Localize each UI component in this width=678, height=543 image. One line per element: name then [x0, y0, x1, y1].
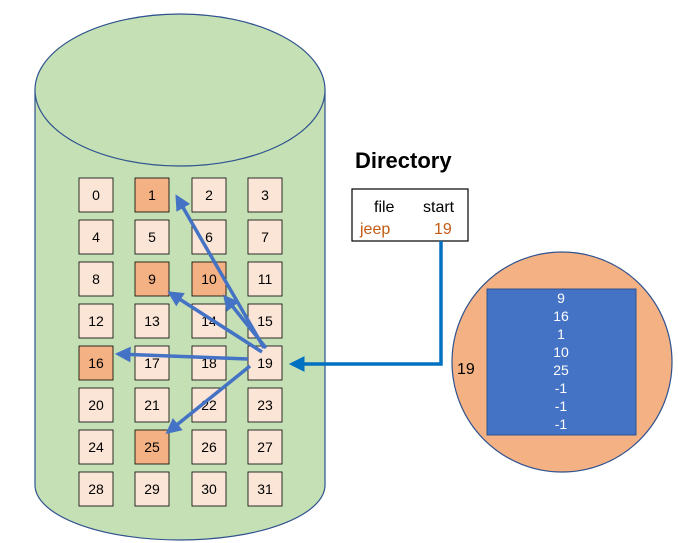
disk-block-label: 9: [148, 271, 156, 287]
disk-block-26: 26: [191, 429, 227, 465]
disk-block-label: 20: [88, 397, 104, 413]
index-block-label: 19: [457, 361, 475, 378]
disk-block-29: 29: [134, 471, 170, 507]
index-entry: 16: [553, 308, 569, 324]
disk-block-7: 7: [247, 219, 283, 255]
disk-block-12: 12: [78, 303, 114, 339]
index-entry: -1: [555, 398, 568, 414]
index-block-detail: 19 9 16 1 10 25 -1 -1 -1: [451, 251, 673, 473]
disk-block-label: 10: [201, 271, 217, 287]
disk-block-label: 11: [258, 271, 273, 287]
disk-block-28: 28: [78, 471, 114, 507]
directory-start-block: 19: [434, 221, 452, 238]
disk-block-label: 0: [92, 187, 100, 203]
disk-block-label: 31: [257, 481, 273, 497]
directory-title: Directory: [355, 148, 452, 173]
disk-block-label: 13: [144, 313, 160, 329]
disk-block-20: 20: [78, 387, 114, 423]
disk-block-label: 3: [261, 187, 269, 203]
disk-block-label: 12: [88, 313, 104, 329]
disk-block-label: 29: [144, 481, 160, 497]
disk-block-label: 26: [201, 439, 217, 455]
disk-block-label: 17: [144, 355, 160, 371]
disk-block-label: 30: [201, 481, 217, 497]
disk-block-label: 7: [261, 229, 269, 245]
disk-block-label: 6: [205, 229, 213, 245]
disk-block-label: 5: [148, 229, 156, 245]
disk-block-label: 21: [144, 397, 160, 413]
disk-block-16: 16: [78, 345, 114, 381]
directory-file-name[interactable]: jeep: [359, 221, 390, 238]
disk-block-9: 9: [134, 261, 170, 297]
disk-block-27: 27: [247, 429, 283, 465]
disk-block-label: 28: [88, 481, 104, 497]
disk-block-6: 6: [191, 219, 227, 255]
disk-block-13: 13: [134, 303, 170, 339]
disk-block-8: 8: [78, 261, 114, 297]
disk-block-17: 17: [134, 345, 170, 381]
index-entry: 25: [553, 362, 569, 378]
disk-block-label: 27: [257, 439, 273, 455]
disk-block-label: 8: [92, 271, 100, 287]
disk-block-label: 1: [148, 187, 156, 203]
disk-block-18: 18: [191, 345, 227, 381]
arrow-to-block-25: [165, 364, 252, 434]
index-entry: -1: [555, 380, 568, 396]
arrow-to-block-9: [167, 291, 263, 354]
disk-block-label: 2: [205, 187, 213, 203]
index-entry: 10: [553, 344, 569, 360]
disk-block-11: 11: [247, 261, 283, 297]
disk-block-25: 25: [134, 429, 170, 465]
directory-to-block-connector: [288, 241, 443, 372]
disk-block-0: 0: [78, 177, 114, 213]
disk-block-31: 31: [247, 471, 283, 507]
disk-block-label: 4: [92, 229, 100, 245]
arrow-to-block-16: [114, 346, 249, 363]
disk-block-label: 15: [257, 313, 273, 329]
index-entry: 9: [557, 290, 565, 306]
disk-block-19: 19: [247, 345, 283, 381]
directory-header-file: file: [374, 199, 395, 216]
disk-block-30: 30: [191, 471, 227, 507]
directory-header-start: start: [423, 199, 455, 216]
index-entry: 1: [557, 326, 565, 342]
disk-block-label: 25: [144, 439, 160, 455]
disk-block-10: 10: [191, 261, 227, 297]
pointer-arrows: [114, 194, 268, 434]
disk-block-24: 24: [78, 429, 114, 465]
disk-block-23: 23: [247, 387, 283, 423]
index-entry: -1: [555, 416, 568, 432]
disk-block-label: 24: [88, 439, 104, 455]
index-table: [486, 288, 637, 436]
disk-block-label: 16: [88, 355, 104, 371]
disk-block-label: 23: [257, 397, 273, 413]
directory-table: [351, 188, 469, 242]
disk-block-1: 1: [134, 177, 170, 213]
disk-block-4: 4: [78, 219, 114, 255]
directory: Directory file start jeep 19: [351, 148, 469, 242]
disk-block-5: 5: [134, 219, 170, 255]
disk-block-22: 22: [191, 387, 227, 423]
arrow-to-block-10: [223, 294, 268, 350]
index-entries: 9 16 1 10 25 -1 -1 -1: [553, 290, 569, 432]
disk-block-3: 3: [247, 177, 283, 213]
disk-block-label: 19: [257, 355, 273, 371]
disk-block-2: 2: [191, 177, 227, 213]
arrow-to-block-1: [175, 194, 266, 349]
disk-block-21: 21: [134, 387, 170, 423]
